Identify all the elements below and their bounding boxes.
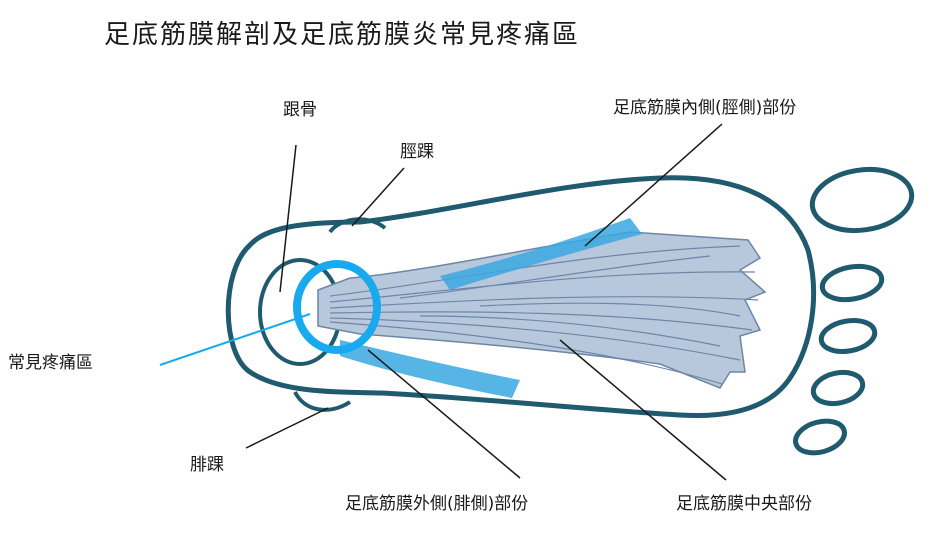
toe-4	[810, 369, 866, 407]
medial-malleolus-shape	[328, 217, 387, 234]
foot-outline	[225, 175, 817, 418]
label-medial-band: 足底筋膜內側(脛側)部份	[613, 98, 797, 118]
leader-calcaneus	[279, 144, 297, 293]
label-medial-malleolus: 脛踝	[400, 142, 434, 162]
lateral-fascia-band	[340, 340, 520, 398]
label-calcaneus: 跟骨	[283, 100, 317, 120]
figure-title: 足底筋膜解剖及足底筋膜炎常見疼痛區	[104, 20, 581, 50]
leader-pain-area	[159, 313, 311, 366]
fascia-fibers	[329, 245, 759, 385]
label-lateral-malleolus: 腓踝	[190, 455, 224, 475]
toe-1	[809, 166, 915, 234]
toe-5	[793, 418, 847, 456]
toe-2	[819, 263, 885, 303]
label-central-band: 足底筋膜中央部份	[676, 494, 812, 514]
leader-medial-malleolus	[351, 167, 405, 227]
leader-central-band	[559, 339, 727, 481]
lateral-malleolus-shape	[293, 390, 352, 412]
pain-area-ring	[293, 260, 381, 354]
leader-lateral-band	[367, 349, 521, 479]
leader-medial-band	[584, 123, 723, 247]
leader-lateral-malleolus	[245, 407, 329, 449]
central-fascia	[317, 231, 767, 389]
medial-fascia-band	[440, 218, 642, 290]
label-pain-area: 常見疼痛區	[8, 353, 93, 373]
toe-3	[818, 318, 878, 354]
label-lateral-band: 足底筋膜外側(腓側)部份	[345, 494, 529, 514]
